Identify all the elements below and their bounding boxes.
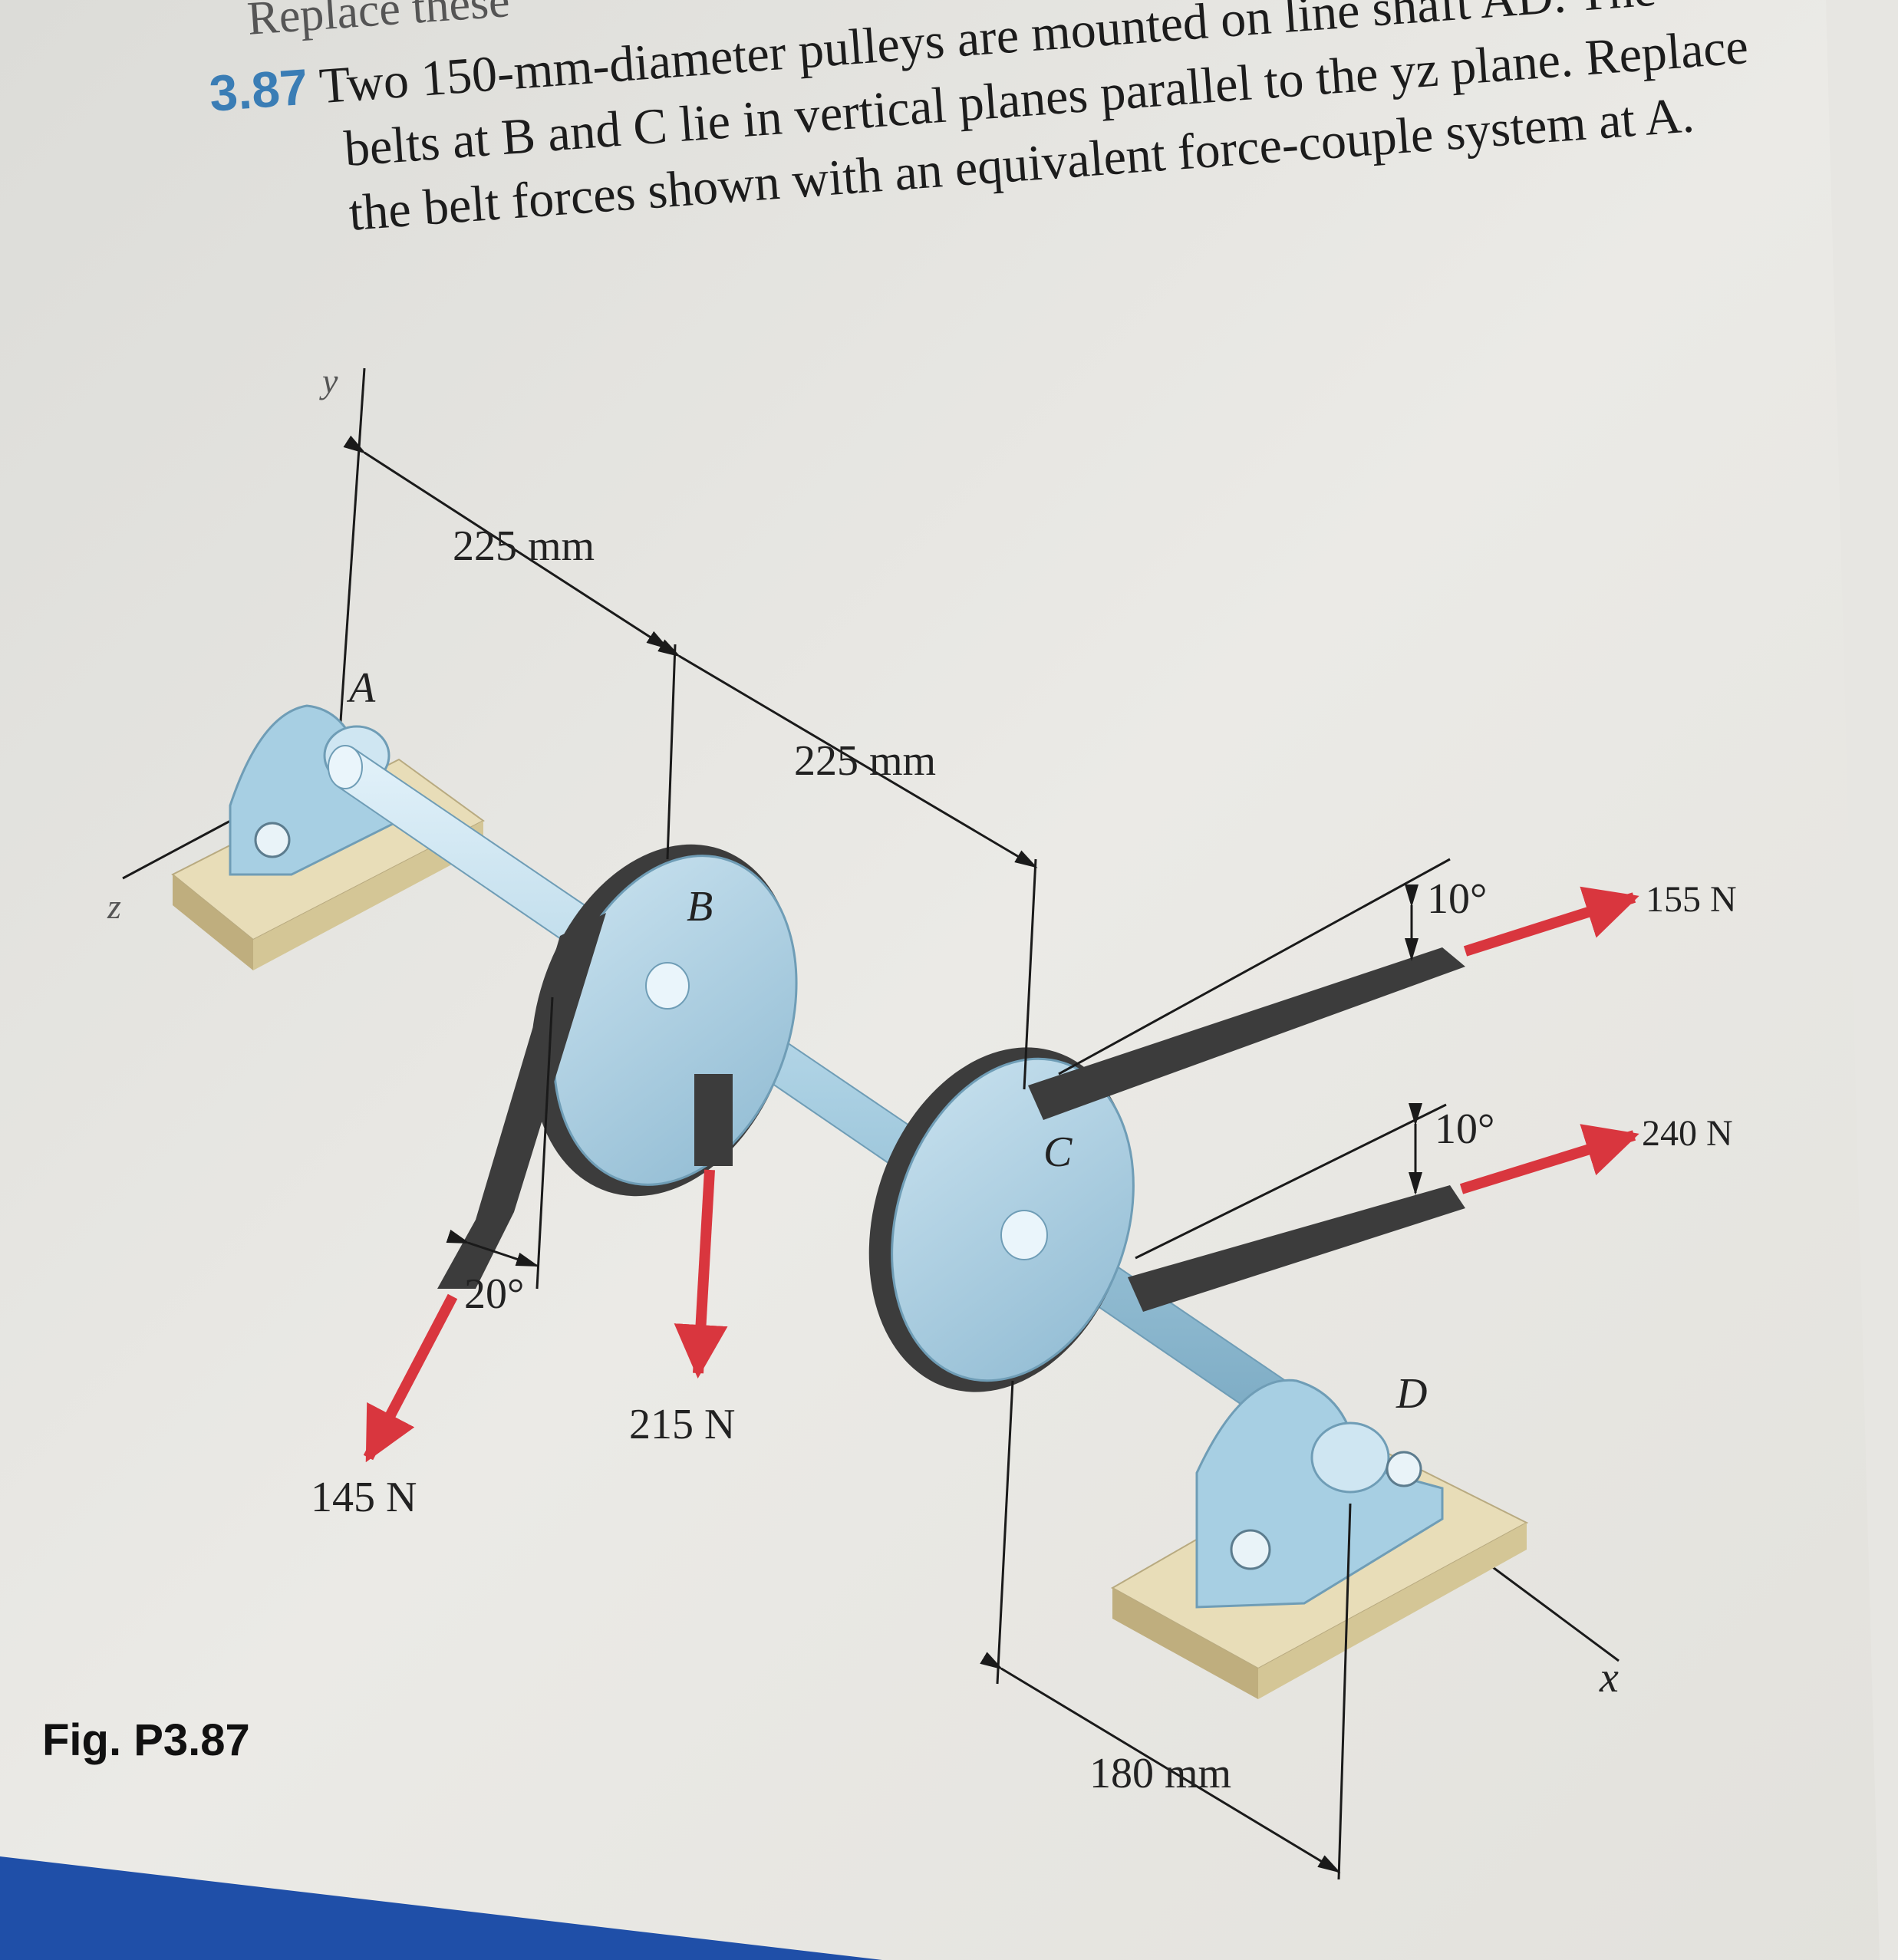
force-240-arrow — [1459, 1124, 1639, 1194]
force-155-label: 155 N — [1646, 879, 1737, 920]
angle-B-label: 20° — [464, 1270, 525, 1318]
force-145-arrow — [363, 1293, 458, 1463]
pulley-C — [868, 947, 1465, 1392]
dim-AB-label: 225 mm — [453, 522, 595, 570]
angle-C-lower-label: 10° — [1435, 1105, 1495, 1153]
force-215-arrow — [674, 1169, 728, 1379]
page-edge — [0, 1856, 882, 1960]
shaft-AD — [328, 745, 1321, 1444]
point-B-label: B — [687, 883, 713, 931]
dimension-lines — [343, 435, 1451, 1880]
z-axis-label: z — [107, 887, 121, 926]
angle-C-upper-label: 10° — [1427, 875, 1488, 923]
force-240-label: 240 N — [1642, 1113, 1733, 1154]
y-axis-label: y — [322, 361, 338, 400]
point-D-label: D — [1396, 1370, 1428, 1418]
force-145-label: 145 N — [311, 1474, 417, 1521]
bearing-D — [1110, 1379, 1529, 1699]
x-axis-label: x — [1600, 1654, 1619, 1701]
pulley-B — [437, 844, 798, 1289]
force-155-arrow — [1463, 886, 1639, 957]
dim-CD-label: 180 mm — [1089, 1750, 1232, 1797]
force-arrows — [363, 886, 1639, 1463]
force-215-label: 215 N — [629, 1401, 736, 1448]
point-C-label: C — [1043, 1128, 1073, 1176]
figure-caption: Fig. P3.87 — [42, 1715, 250, 1765]
dim-BC-label: 225 mm — [794, 737, 937, 785]
point-A-label: A — [349, 664, 376, 712]
